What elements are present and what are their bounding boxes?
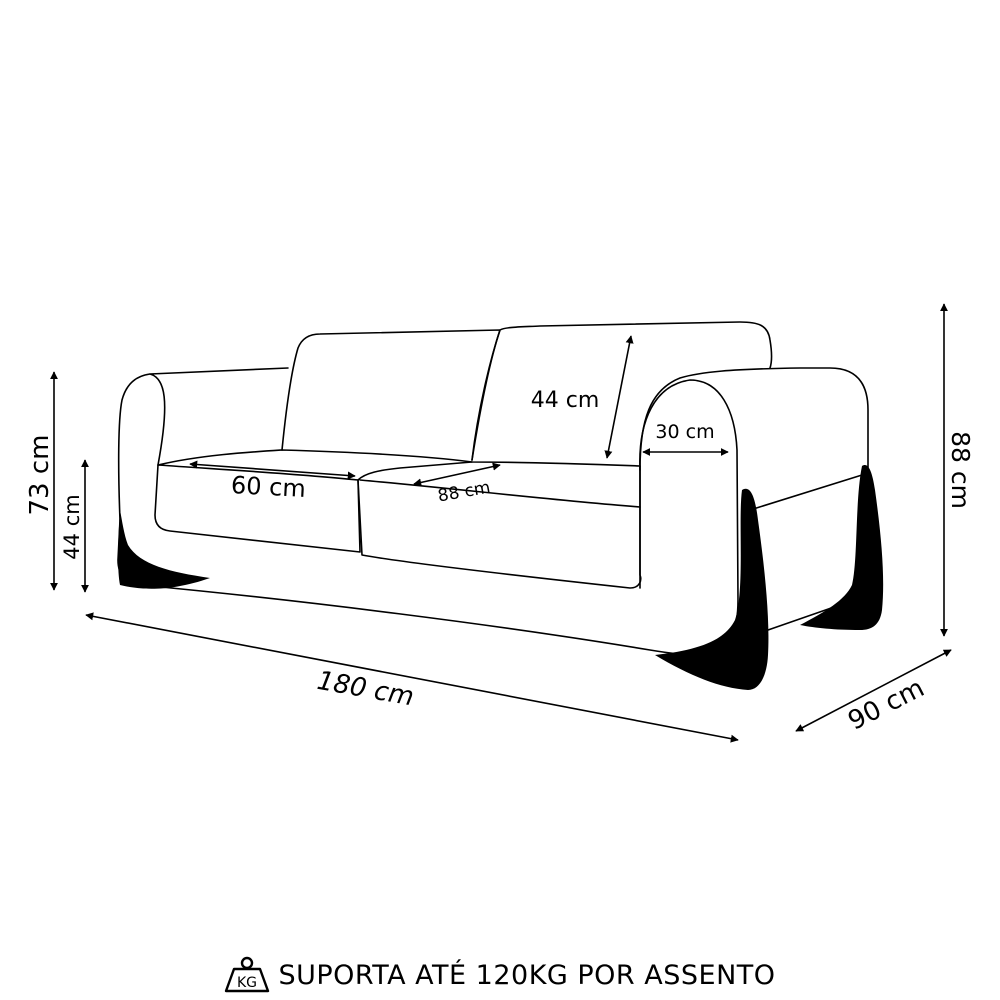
back-cushion-right [471,321,773,461]
dimension-lines [50,303,952,743]
label-total-height-back: 88 cm [946,431,975,509]
kg-weight-icon: KG [225,956,270,993]
dimension-labels: 73 cm 44 cm 60 cm 88 cm 44 cm 30 cm 88 c… [25,388,975,737]
leg-front-left [118,510,210,589]
dim-60cm-line [189,460,356,480]
label-backrest-height: 44 cm [531,388,600,413]
leg-back-right [800,465,884,630]
label-total-height: 73 cm [25,435,55,516]
dim-90cm-line [795,649,952,732]
dim-44cm-back-line [604,335,634,459]
back-cushion-left [281,329,501,461]
leg-front-right [655,488,769,690]
left-armrest [117,367,289,521]
weight-capacity-text: SUPORTA ATÉ 120KG POR ASSENTO [278,959,776,991]
label-seat-width: 60 cm [230,471,306,503]
footer-weight-capacity: KG SUPORTA ATÉ 120KG POR ASSENTO [0,950,1000,1000]
label-armrest-width: 30 cm [655,421,714,443]
label-total-depth: 90 cm [843,673,929,736]
label-seat-depth: 88 cm [436,478,492,507]
seat-cushion-right [357,461,642,589]
dim-88cm-depth-line [413,462,501,487]
kg-icon-label: KG [237,975,257,991]
label-seat-height: 44 cm [60,494,84,559]
sofa-legs [118,465,884,690]
right-armrest [639,367,869,589]
label-total-width: 180 cm [315,666,416,712]
dim-180cm-line [85,612,739,743]
